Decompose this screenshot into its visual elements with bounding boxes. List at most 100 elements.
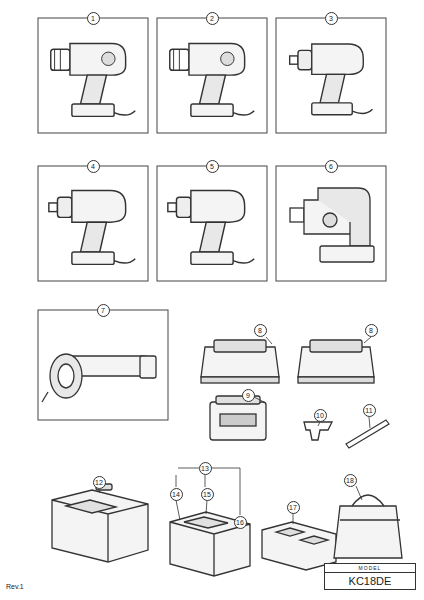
callout-number-text: 18	[346, 477, 354, 484]
leader-lines	[369, 417, 370, 428]
callout-number-text: 12	[95, 479, 103, 486]
callout-number: 2	[206, 12, 219, 25]
callout-number-text: 8	[369, 327, 373, 334]
tool-frames	[157, 18, 267, 133]
leader-lines	[176, 500, 180, 520]
leader-lines	[246, 522, 250, 526]
callout-number-text: 5	[210, 163, 214, 170]
leader-lines	[293, 513, 294, 524]
system-case	[184, 517, 228, 528]
leader-lines	[240, 468, 241, 515]
angle-grinder	[42, 354, 156, 402]
leader-lines	[176, 475, 177, 487]
callout-number-text: 6	[329, 163, 333, 170]
callout-number-text: 17	[289, 504, 297, 511]
tool-drawings	[42, 43, 374, 402]
callout-number: 6	[325, 160, 338, 173]
model-heading: MODEL	[325, 564, 415, 573]
tool-frames	[157, 166, 267, 281]
callout-number: 5	[206, 160, 219, 173]
tool-bag	[334, 495, 402, 558]
callout-number: 15	[201, 488, 214, 501]
driver-bit	[346, 420, 389, 448]
callout-number: 8	[365, 324, 378, 337]
callout-number-text: 14	[172, 491, 180, 498]
rotary-hammer	[320, 246, 374, 262]
callout-number: 1	[87, 12, 100, 25]
tool-frames	[276, 166, 386, 281]
leader-lines	[178, 468, 199, 469]
angle-grinder	[140, 356, 156, 378]
model-number: KC18DE	[325, 573, 415, 589]
chargers	[201, 340, 374, 383]
battery	[210, 396, 266, 440]
tool-drawings	[290, 44, 373, 115]
case-insert	[276, 528, 328, 544]
callout-number-text: 16	[236, 519, 244, 526]
tool-frames	[38, 18, 148, 133]
leader-lines	[356, 486, 362, 500]
callout-number-text: 11	[365, 407, 372, 414]
callout-number: 14	[170, 488, 183, 501]
callout-number-text: 7	[101, 307, 105, 314]
battery	[210, 402, 266, 440]
model-box: MODELKC18DE	[324, 563, 416, 590]
callout-number-text: 9	[246, 392, 250, 399]
callout-number-text: 15	[203, 491, 211, 498]
tool-drawings	[170, 43, 254, 116]
system-case	[170, 522, 250, 576]
callout-number-text: 10	[316, 412, 324, 419]
tool-frames	[38, 166, 148, 281]
battery	[220, 414, 256, 426]
callout-number: 4	[87, 160, 100, 173]
callout-number: 18	[344, 474, 357, 487]
callout-number-text: 13	[201, 465, 209, 472]
leader-lines	[205, 475, 206, 487]
leader-lines	[364, 337, 371, 343]
leader-lines	[318, 422, 320, 426]
callout-number: 10	[314, 409, 327, 422]
tool-drawings	[168, 190, 254, 264]
tool-bag	[352, 495, 384, 506]
tool-bag	[334, 506, 402, 558]
callout-number: 11	[363, 404, 376, 417]
callout-number: 12	[93, 476, 106, 489]
tool-frames	[38, 310, 168, 420]
callout-number-text: 4	[91, 163, 95, 170]
tool-drawings	[49, 190, 135, 264]
chargers	[310, 340, 362, 352]
tool-frames	[276, 18, 386, 133]
callout-number-text: 2	[210, 15, 214, 22]
angle-grinder	[58, 364, 74, 388]
belt-hook	[304, 422, 332, 440]
plastic-case	[52, 484, 148, 562]
angle-grinder	[42, 392, 48, 402]
plastic-case	[52, 490, 148, 562]
callout-number-text: 3	[329, 15, 333, 22]
callout-number: 3	[325, 12, 338, 25]
belt-hook	[304, 422, 332, 440]
system-case	[170, 512, 250, 576]
chargers	[214, 340, 266, 352]
system-case	[170, 512, 250, 576]
revision-label: Rev.1	[6, 583, 24, 590]
leader-lines	[99, 489, 100, 493]
rotary-hammer	[290, 208, 304, 222]
callout-number: 17	[287, 501, 300, 514]
callout-number: 13	[199, 462, 212, 475]
tool-frames	[38, 18, 386, 420]
tool-drawings	[51, 43, 135, 116]
leader-lines	[99, 337, 371, 526]
rotary-hammer	[323, 213, 337, 227]
tool-bag	[340, 519, 400, 520]
rotary-hammer	[290, 188, 374, 262]
driver-bit	[346, 420, 389, 448]
callout-number: 16	[234, 516, 247, 529]
plastic-case	[52, 500, 148, 562]
callout-number-text: 1	[91, 15, 95, 22]
leader-lines	[211, 468, 240, 469]
leader-lines	[254, 397, 264, 402]
plastic-case	[66, 500, 116, 513]
leader-lines	[266, 337, 272, 344]
